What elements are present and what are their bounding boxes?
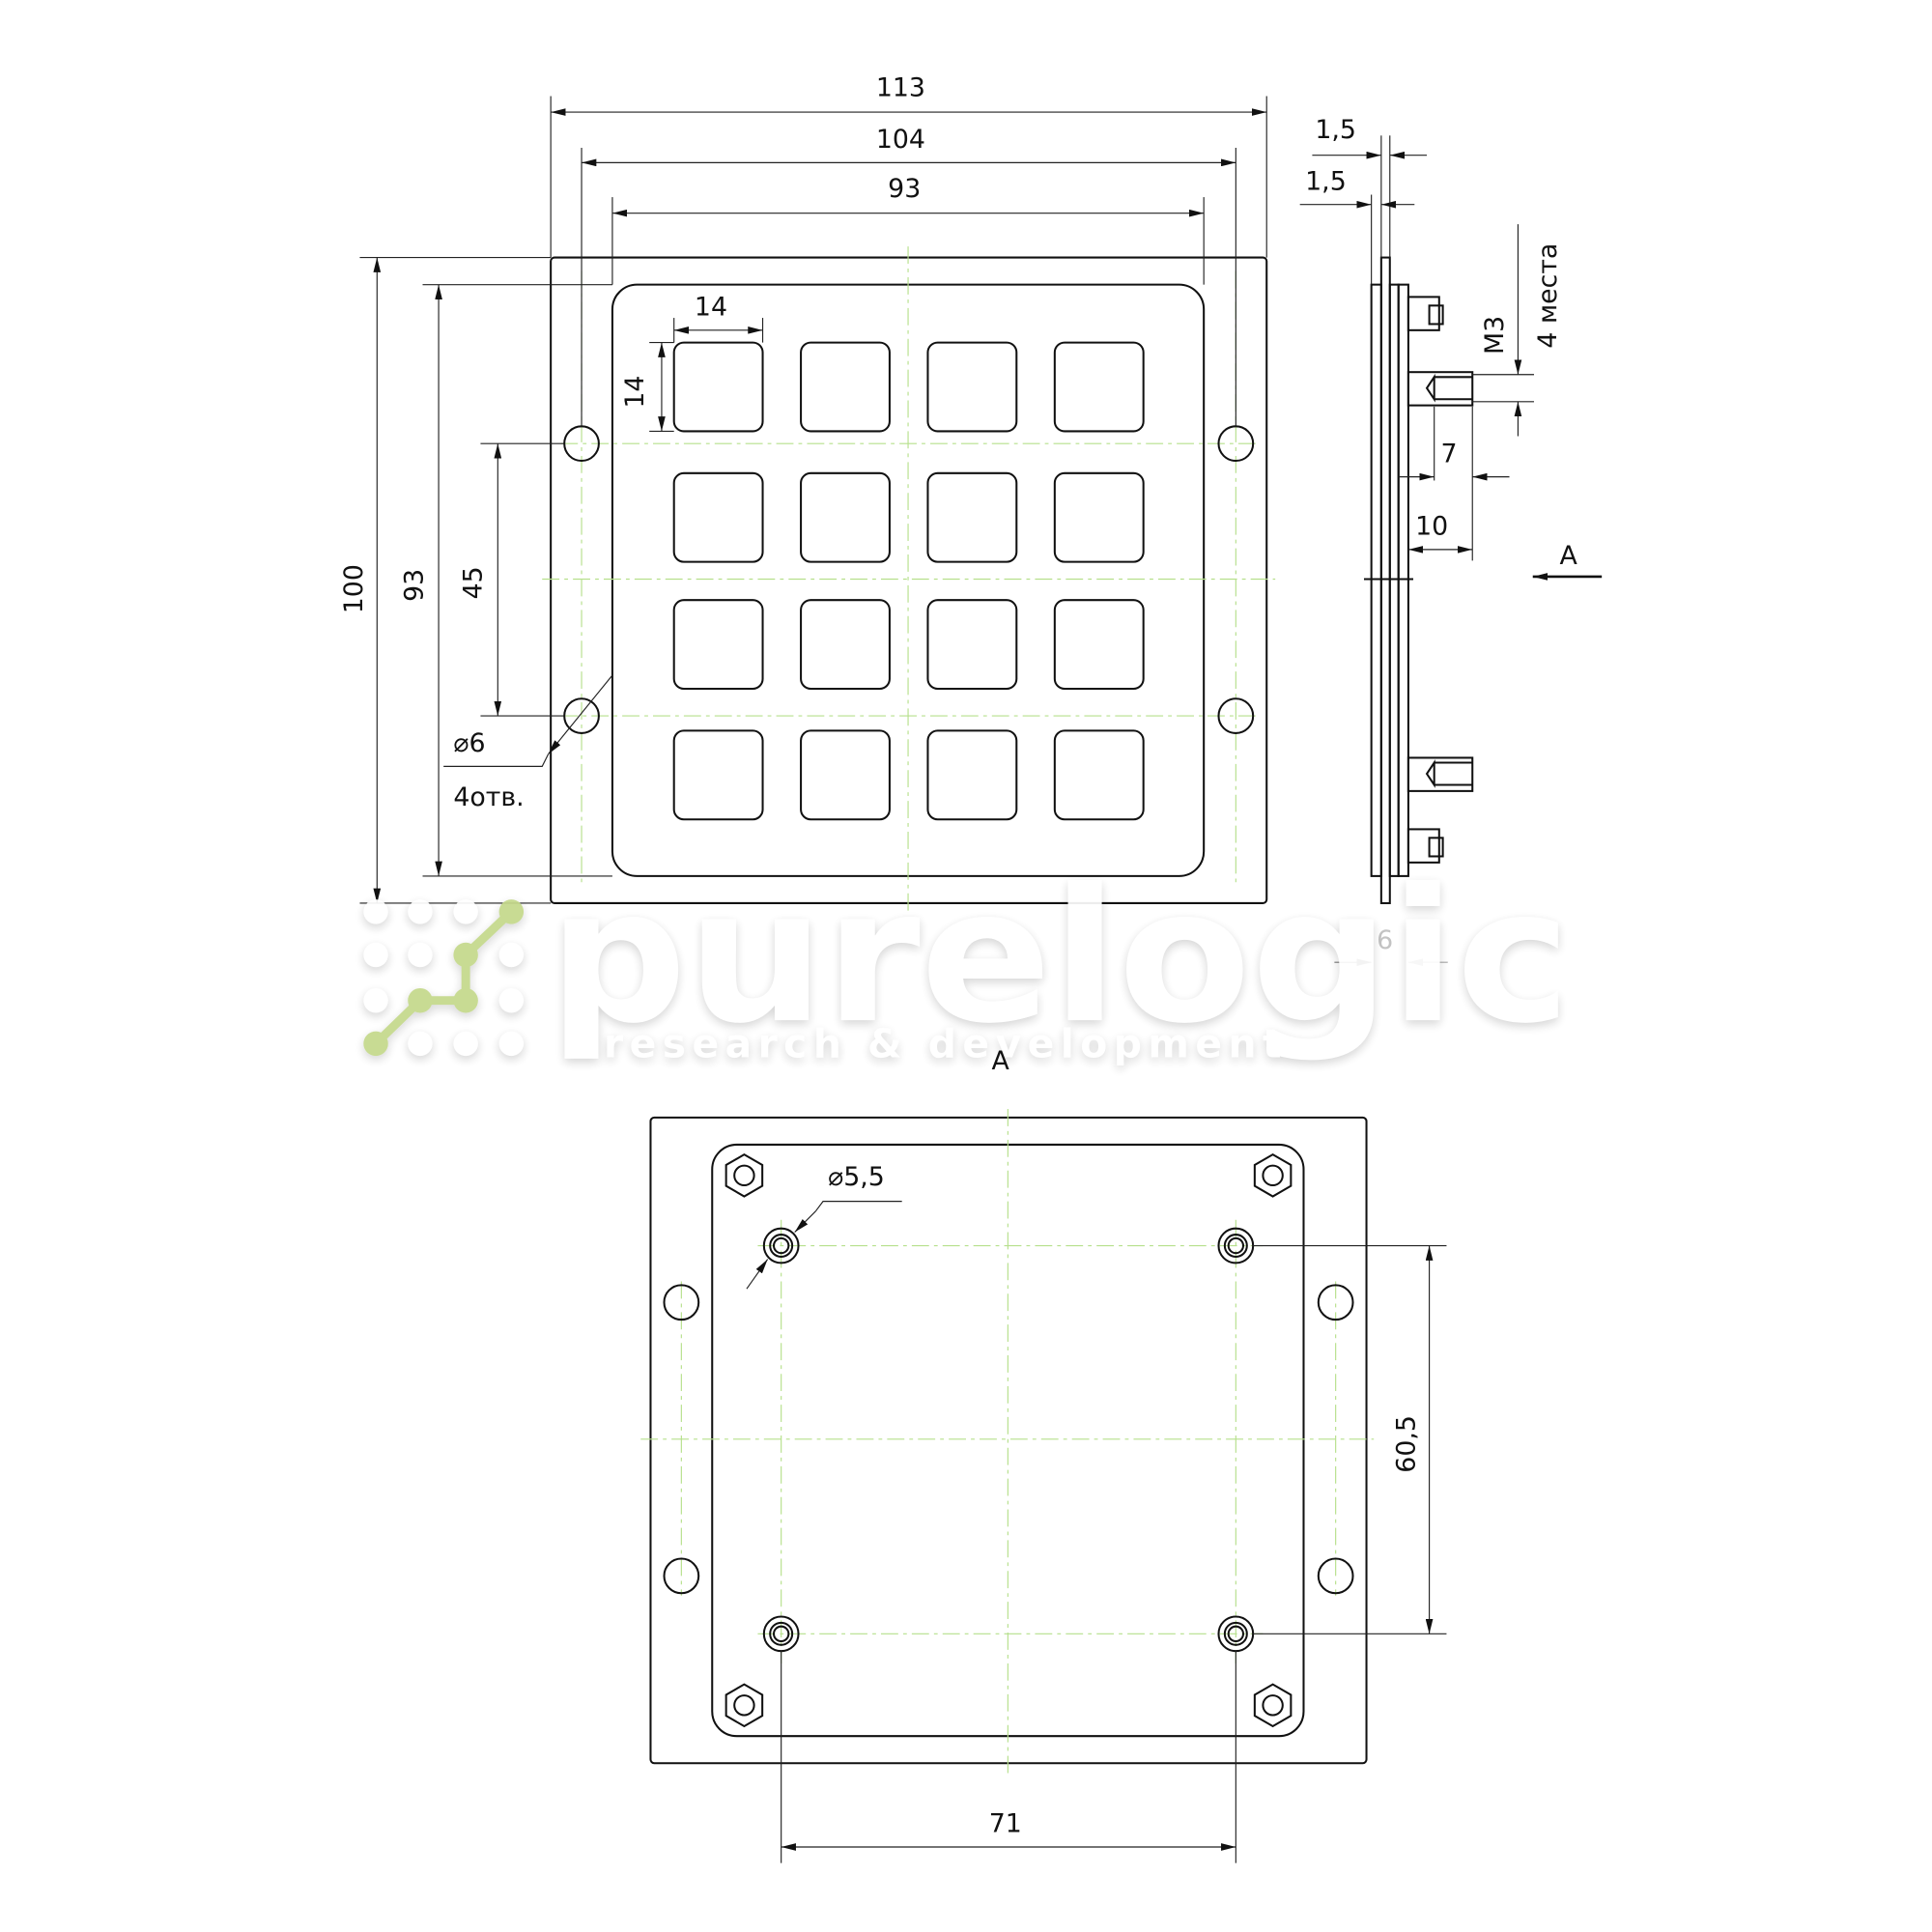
logo-dot bbox=[363, 987, 388, 1013]
watermark-tagline: research & development bbox=[604, 1020, 1282, 1066]
dim-93-vertical: 93 bbox=[400, 569, 430, 602]
dim-6: 6 bbox=[1377, 925, 1393, 955]
hex-nut-icon bbox=[1253, 1152, 1293, 1198]
key-button bbox=[672, 729, 764, 821]
standoff-icon bbox=[762, 1227, 800, 1264]
key-button bbox=[926, 341, 1018, 433]
hole-count-label: 4отв. bbox=[453, 782, 524, 812]
outer-plate bbox=[550, 256, 1268, 904]
view-a-marker: A bbox=[1560, 541, 1578, 571]
key-button bbox=[1053, 471, 1145, 563]
logo-dot bbox=[453, 899, 478, 924]
dim-113: 113 bbox=[876, 72, 925, 102]
logo-dot bbox=[498, 1031, 525, 1057]
dim-71: 71 bbox=[989, 1809, 1022, 1839]
dim-10: 10 bbox=[1415, 512, 1448, 542]
mount-hole bbox=[663, 1284, 700, 1321]
key-button bbox=[926, 599, 1018, 691]
dim-45: 45 bbox=[459, 566, 489, 599]
side-view: 1,5 1,5 M3 4 места 7 10 A 6 bbox=[1299, 115, 1603, 966]
bottom-view: A 60,5 71 ⌀5,5 bbox=[640, 1046, 1447, 1863]
key-button bbox=[800, 599, 891, 691]
logo-dot bbox=[498, 942, 525, 968]
mount-hole bbox=[1317, 1284, 1354, 1321]
mount-hole bbox=[1317, 1557, 1354, 1595]
dim-7: 7 bbox=[1440, 439, 1457, 469]
hex-nut-icon bbox=[724, 1152, 764, 1198]
key-button bbox=[926, 729, 1018, 821]
key-button bbox=[800, 729, 891, 821]
thread-label: M3 bbox=[1480, 316, 1510, 355]
logo-dot bbox=[363, 942, 388, 968]
front-view: 113 104 93 100 93 45 14 14 ⌀6 4отв. bbox=[339, 72, 1276, 915]
logo-dot bbox=[498, 987, 525, 1013]
view-a-title: A bbox=[992, 1046, 1010, 1076]
standoff-diameter-label: ⌀5,5 bbox=[828, 1162, 885, 1192]
dim-key-width: 14 bbox=[695, 293, 727, 323]
hex-nut-icon bbox=[1253, 1683, 1293, 1728]
nut bbox=[1406, 296, 1444, 331]
key-button bbox=[1053, 599, 1145, 691]
places-label: 4 места bbox=[1533, 243, 1563, 349]
dim-100: 100 bbox=[339, 564, 369, 613]
dim-plate-2: 1,5 bbox=[1305, 166, 1347, 196]
key-button bbox=[800, 471, 891, 563]
logo-circuit-icon bbox=[372, 908, 515, 1047]
key-button bbox=[672, 341, 764, 433]
logo-dot bbox=[453, 1031, 478, 1057]
dim-key-height: 14 bbox=[620, 376, 650, 409]
hole-diameter-label: ⌀6 bbox=[453, 728, 485, 758]
key-button bbox=[1053, 341, 1145, 433]
nut bbox=[1406, 828, 1444, 864]
logo-dot bbox=[408, 1031, 433, 1057]
logo-dot bbox=[363, 899, 388, 924]
key-button bbox=[672, 471, 764, 563]
dim-plate-1: 1,5 bbox=[1315, 115, 1356, 145]
standoff bbox=[1406, 756, 1474, 792]
logo-dot bbox=[408, 942, 433, 968]
hex-nut-icon bbox=[724, 1683, 764, 1728]
logo-dot bbox=[408, 899, 433, 924]
dim-104: 104 bbox=[876, 125, 925, 155]
dim-93: 93 bbox=[888, 174, 921, 204]
watermark-brand: purelogic bbox=[549, 849, 1572, 1065]
key-grid bbox=[672, 341, 1145, 821]
standoff bbox=[1406, 371, 1474, 407]
mount-hole bbox=[663, 1557, 700, 1595]
watermark: purelogic research & development bbox=[363, 849, 1571, 1066]
key-button bbox=[800, 341, 891, 433]
mount-hole bbox=[1217, 697, 1255, 734]
key-button bbox=[672, 599, 764, 691]
key-button bbox=[926, 471, 1018, 563]
dim-60-5: 60,5 bbox=[1391, 1415, 1421, 1473]
key-button bbox=[1053, 729, 1145, 821]
